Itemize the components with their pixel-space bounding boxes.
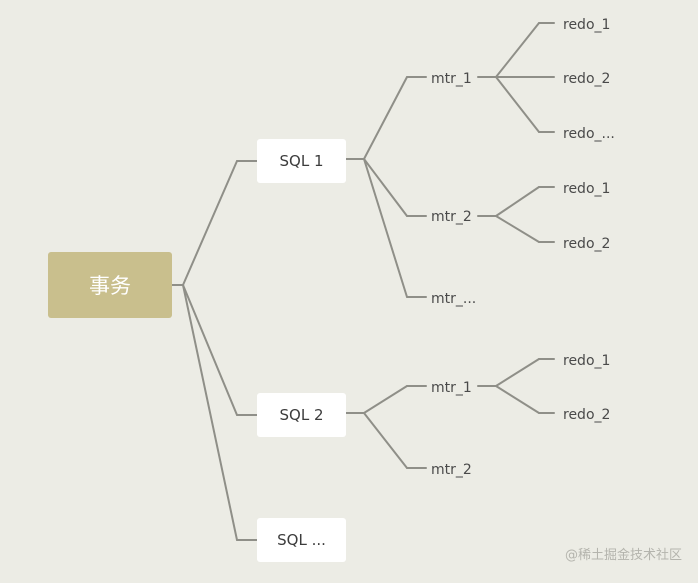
mtr-node-sql1-more[interactable]: mtr_...	[431, 291, 477, 307]
sql-node-more[interactable]: SQL ...	[257, 518, 346, 562]
connector-root-sql3	[182, 284, 238, 541]
redo-node-sql2-mtr1-1[interactable]: redo_1	[563, 353, 611, 369]
sql-node-2[interactable]: SQL 2	[257, 393, 346, 437]
connector-sql1-mtr2	[363, 158, 408, 217]
redo-node-sql2-mtr1-2[interactable]: redo_2	[563, 407, 611, 423]
redo-node-sql1-mtr1-more[interactable]: redo_...	[563, 126, 615, 142]
sql-node-1[interactable]: SQL 1	[257, 139, 346, 183]
connector-sql2-mtr1-redo1	[495, 358, 540, 387]
redo-node-sql1-mtr1-2[interactable]: redo_2	[563, 71, 611, 87]
redo-node-sql1-mtr1-1[interactable]: redo_1	[563, 17, 611, 33]
watermark-text: @稀土掘金技术社区	[564, 548, 682, 563]
mtr-node-sql1-1[interactable]: mtr_1	[431, 71, 472, 87]
mtr-node-sql2-1[interactable]: mtr_1	[431, 380, 472, 396]
connector-root-sql1	[182, 160, 238, 286]
connector-sql2-mtr1	[363, 385, 408, 414]
connector-sql1-mtr1	[363, 76, 408, 160]
connector-root-sql2	[182, 284, 238, 416]
connector-mtr1-redo3	[495, 76, 540, 133]
connector-sql2-mtr2	[363, 412, 408, 469]
mtr-node-sql1-2[interactable]: mtr_2	[431, 209, 472, 225]
redo-node-sql1-mtr2-2[interactable]: redo_2	[563, 236, 611, 252]
connector-mtr2-redo2	[495, 215, 540, 243]
connector-sql2-mtr1-redo2	[495, 385, 540, 414]
connector-sql1-mtr3	[363, 158, 408, 298]
connector-mtr1-redo1	[495, 22, 540, 78]
redo-node-sql1-mtr2-1[interactable]: redo_1	[563, 181, 611, 197]
mtr-node-sql2-2[interactable]: mtr_2	[431, 462, 472, 478]
connector-mtr2-redo1	[495, 186, 540, 217]
root-node-transaction[interactable]: 事务	[48, 252, 172, 318]
